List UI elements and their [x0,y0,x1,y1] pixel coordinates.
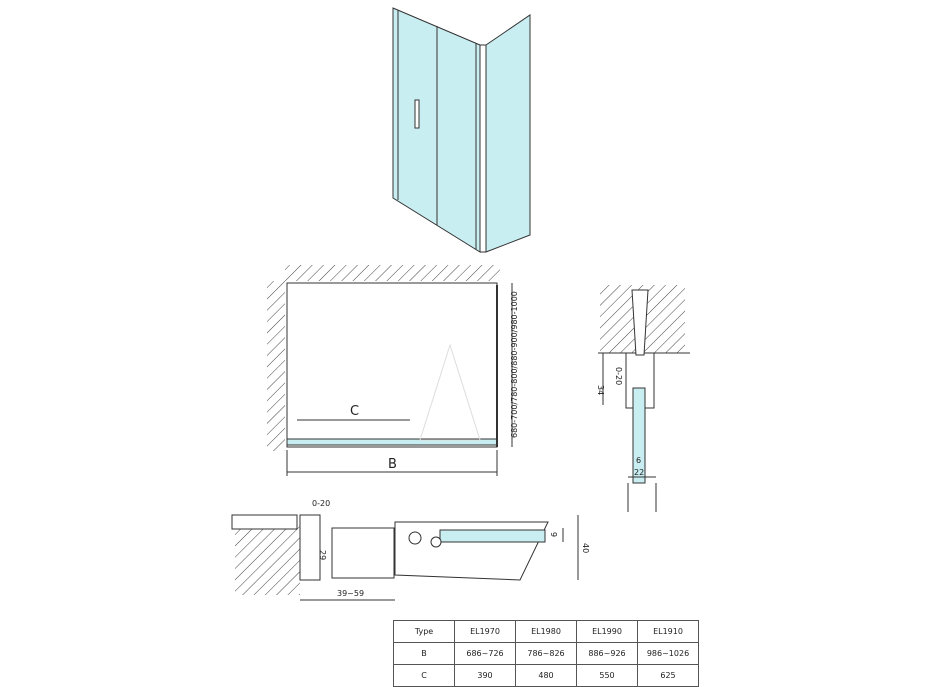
side-width: 22 [634,468,644,477]
top-glass: 9 [549,532,558,537]
side-profile: 34 0-20 6 22 [596,285,690,512]
side-gap: 0-20 [614,367,623,385]
table-header-row: Type EL1970 EL1980 EL1990 EL1910 [393,620,699,643]
table-header: Type [393,620,455,643]
top-depth: 29 [318,550,327,560]
table-header: EL1980 [515,620,577,643]
top-height: 40 [581,543,590,553]
table-cell: 786~826 [515,642,577,665]
table-header: EL1910 [637,620,699,643]
table-header: EL1970 [454,620,516,643]
table-cell: C [393,664,455,687]
table-cell: 625 [637,664,699,687]
table-cell: B [393,642,455,665]
3d-view [392,7,531,253]
table-cell: 480 [515,664,577,687]
table-row: C 390 480 550 625 [393,664,699,687]
table-cell: 986~1026 [637,642,699,665]
top-gap: 0-20 [312,499,330,508]
dimension-c: C [350,404,359,419]
table-row: B 686~726 786~826 886~926 986~1026 [393,642,699,665]
dimension-table: Type EL1970 EL1980 EL1990 EL1910 B 686~7… [393,620,699,687]
top-adjust: 39~59 [337,589,364,598]
top-profile: 0-20 29 39~59 9 40 [231,499,590,601]
dimension-b: B [388,457,397,472]
side-depth: 34 [596,385,605,395]
side-glass: 6 [636,456,641,465]
plan-view: C B 680-700/780-800/880-900/980-1000 [267,265,519,476]
table-cell: 550 [576,664,638,687]
table-cell: 686~726 [454,642,516,665]
table-cell: 886~926 [576,642,638,665]
table-header: EL1990 [576,620,638,643]
table-cell: 390 [454,664,516,687]
height-dimensions: 680-700/780-800/880-900/980-1000 [510,291,519,438]
